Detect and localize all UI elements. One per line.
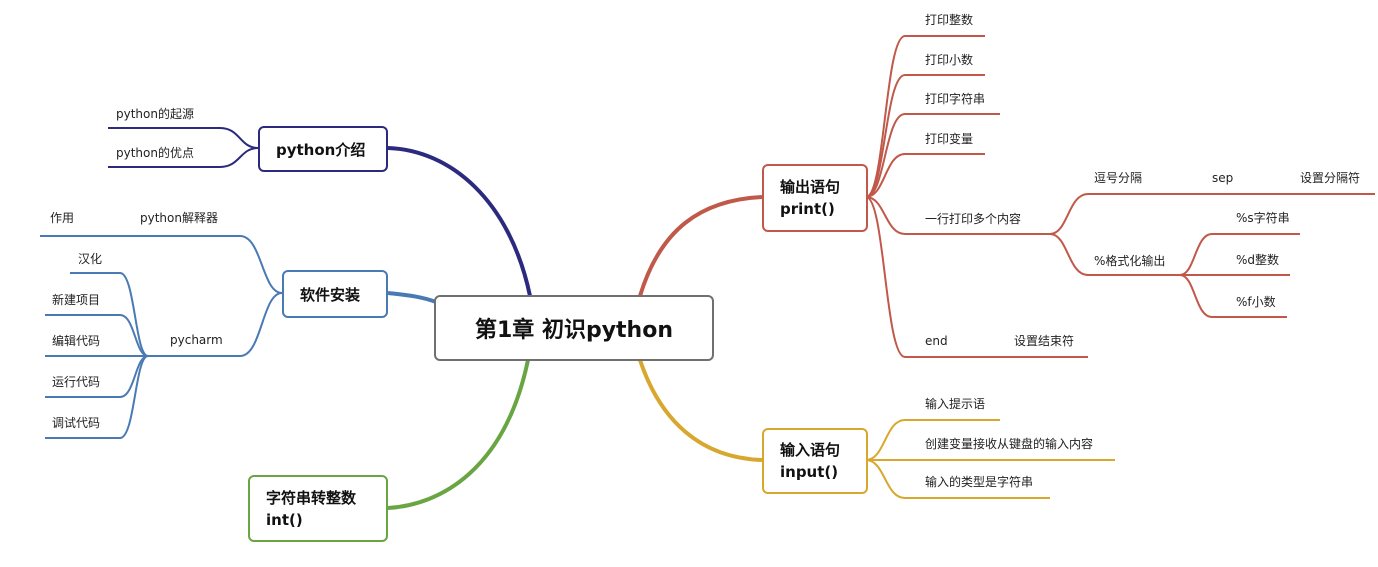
root-title: 第1章 初识python	[474, 318, 673, 343]
branch-intro	[387, 146, 532, 297]
output-percent-label: %格式化输出	[1094, 254, 1166, 268]
output-subtitle: print()	[780, 200, 835, 218]
output-comma-label: 逗号分隔	[1094, 171, 1143, 185]
input-item-create-variable: 创建变量接收从键盘的输入内容	[925, 437, 1094, 451]
output-connectors	[865, 35, 1375, 358]
install-usage-label: 作用	[50, 211, 75, 225]
output-item-print-string: 打印字符串	[925, 92, 986, 106]
install-pycharm-label: pycharm	[170, 333, 223, 347]
format-item-d: %d整数	[1236, 253, 1280, 267]
root-node[interactable]: 第1章 初识python	[434, 295, 714, 361]
pycharm-item-new-project: 新建项目	[52, 293, 101, 307]
output-sep-label: sep	[1212, 171, 1234, 185]
format-item-s: %s字符串	[1236, 211, 1290, 225]
branch-convert	[387, 359, 530, 510]
pycharm-item-localize: 汉化	[78, 252, 103, 266]
intro-node[interactable]: python介绍	[258, 126, 388, 172]
intro-connectors	[108, 127, 259, 168]
output-item-print-float: 打印小数	[925, 53, 974, 67]
install-title: 软件安装	[300, 285, 361, 304]
convert-title: 字符串转整数	[266, 488, 357, 507]
input-item-type-string: 输入的类型是字符串	[925, 475, 1034, 489]
output-end-desc: 设置结束符	[1014, 334, 1075, 348]
pycharm-item-debug-code: 调试代码	[52, 416, 101, 430]
pycharm-item-run-code: 运行代码	[52, 375, 101, 389]
output-item-print-int: 打印整数	[925, 13, 974, 27]
output-sep-desc: 设置分隔符	[1300, 171, 1361, 185]
install-connectors	[40, 235, 283, 439]
install-node[interactable]: 软件安装	[282, 270, 388, 318]
input-item-prompt: 输入提示语	[925, 397, 986, 411]
branch-input	[638, 359, 763, 462]
convert-subtitle: int()	[266, 510, 303, 529]
branch-install	[387, 291, 437, 304]
input-connectors	[865, 419, 1115, 499]
intro-item-advantages: python的优点	[116, 146, 194, 160]
convert-node[interactable]: 字符串转整数 int()	[248, 475, 388, 542]
branch-output	[638, 195, 763, 297]
intro-item-origin: python的起源	[116, 107, 194, 121]
output-end-label: end	[925, 334, 948, 348]
pycharm-item-edit-code: 编辑代码	[52, 334, 101, 348]
input-subtitle: input()	[780, 463, 839, 481]
intro-title: python介绍	[276, 140, 366, 159]
input-node[interactable]: 输入语句 input()	[762, 428, 868, 494]
output-node[interactable]: 输出语句 print()	[762, 164, 868, 232]
output-multi-label: 一行打印多个内容	[925, 212, 1022, 226]
install-usage-value: python解释器	[140, 211, 218, 225]
format-item-f: %f小数	[1236, 295, 1276, 309]
input-title: 输入语句	[780, 441, 841, 459]
output-item-print-variable: 打印变量	[925, 132, 974, 146]
output-title: 输出语句	[780, 178, 841, 196]
